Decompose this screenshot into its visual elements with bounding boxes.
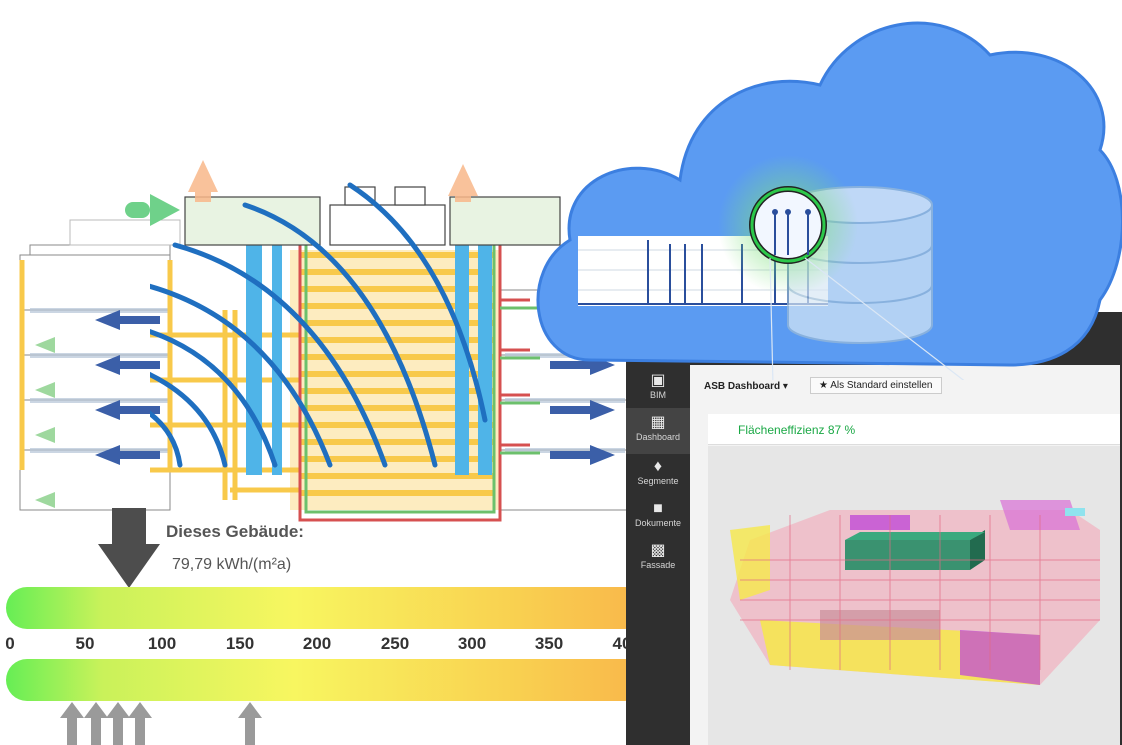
scale-tick: 100 — [147, 634, 177, 653]
energy-value: 79,79 kWh/(m²a) — [172, 556, 292, 573]
scale-tick: 350 — [534, 634, 564, 653]
scale-tick: 300 — [457, 634, 487, 653]
scale-tick: 50 — [75, 634, 95, 653]
cube-icon: ▣ — [650, 372, 666, 389]
cloud-illustration — [536, 21, 1122, 380]
star-icon: ★ — [819, 380, 828, 391]
sidebar-item-segmente[interactable]: ♦ Segmente — [626, 458, 690, 486]
scale-tick: 250 — [380, 634, 410, 653]
metric-text: Flächeneffizienz 87 % — [738, 423, 856, 437]
scale-tick: 150 — [225, 634, 255, 653]
sidebar-item-dashboard[interactable]: ▦ Dashboard — [626, 414, 690, 442]
sidebar-item-dokumente[interactable]: ■ Dokumente — [626, 500, 690, 528]
folder-icon: ■ — [653, 500, 663, 517]
energy-scale-bar-bottom — [6, 659, 646, 701]
grid-icon: ▦ — [650, 414, 666, 431]
metric-panel — [708, 414, 1120, 445]
sidebar-active-highlight — [626, 408, 690, 454]
set-default-button[interactable]: ★ Als Standard einstellen — [810, 377, 942, 394]
caret-down-icon: ▾ — [782, 381, 788, 392]
comparison-arrows — [60, 702, 262, 745]
dashboard-select[interactable]: ASB Dashboard ▾ — [704, 381, 788, 392]
sidebar-item-fassade[interactable]: ▩ Fassade — [626, 542, 690, 570]
building-label: Dieses Gebäude: — [166, 522, 304, 541]
facade-icon: ▩ — [650, 542, 666, 559]
segments-icon: ♦ — [653, 458, 663, 475]
scale-tick: 0 — [5, 634, 15, 653]
energy-scale-bar-top — [6, 587, 646, 629]
building-3d-model — [730, 500, 1100, 685]
scale-tick: 200 — [302, 634, 332, 653]
sidebar-item-bim[interactable]: ▣ BIM — [626, 372, 690, 400]
